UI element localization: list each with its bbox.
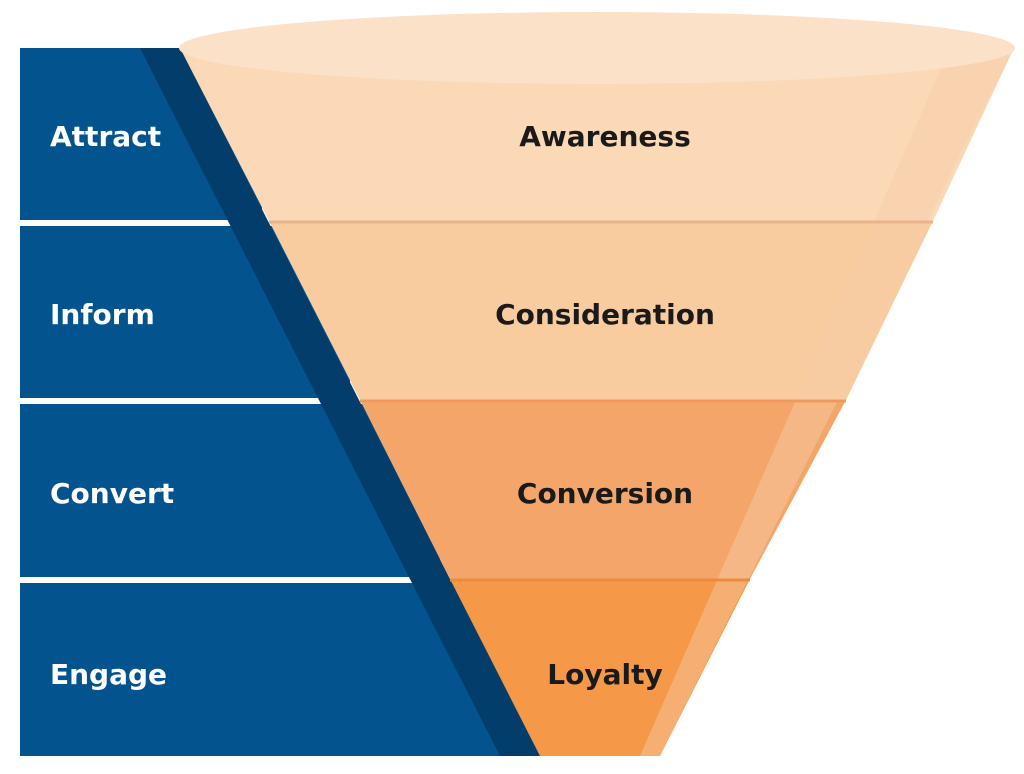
funnel-rim — [179, 12, 1015, 84]
funnel-band-conversion — [360, 400, 846, 579]
funnel-band-loyalty — [450, 579, 750, 756]
funnel-band-consideration — [269, 221, 933, 400]
phase-label-consideration: Consideration — [495, 298, 715, 331]
stage-label-attract: Attract — [50, 120, 161, 153]
funnel-edge-shadow — [140, 48, 540, 756]
funnel-band-awareness — [180, 48, 1014, 221]
phase-label-awareness: Awareness — [519, 120, 691, 153]
left-panel-engage — [20, 583, 540, 756]
left-panel-convert — [20, 404, 440, 577]
stage-label-convert: Convert — [50, 477, 174, 510]
phase-label-conversion: Conversion — [517, 477, 693, 510]
stage-label-engage: Engage — [50, 658, 167, 691]
stage-label-inform: Inform — [50, 298, 155, 331]
phase-label-loyalty: Loyalty — [547, 658, 662, 691]
